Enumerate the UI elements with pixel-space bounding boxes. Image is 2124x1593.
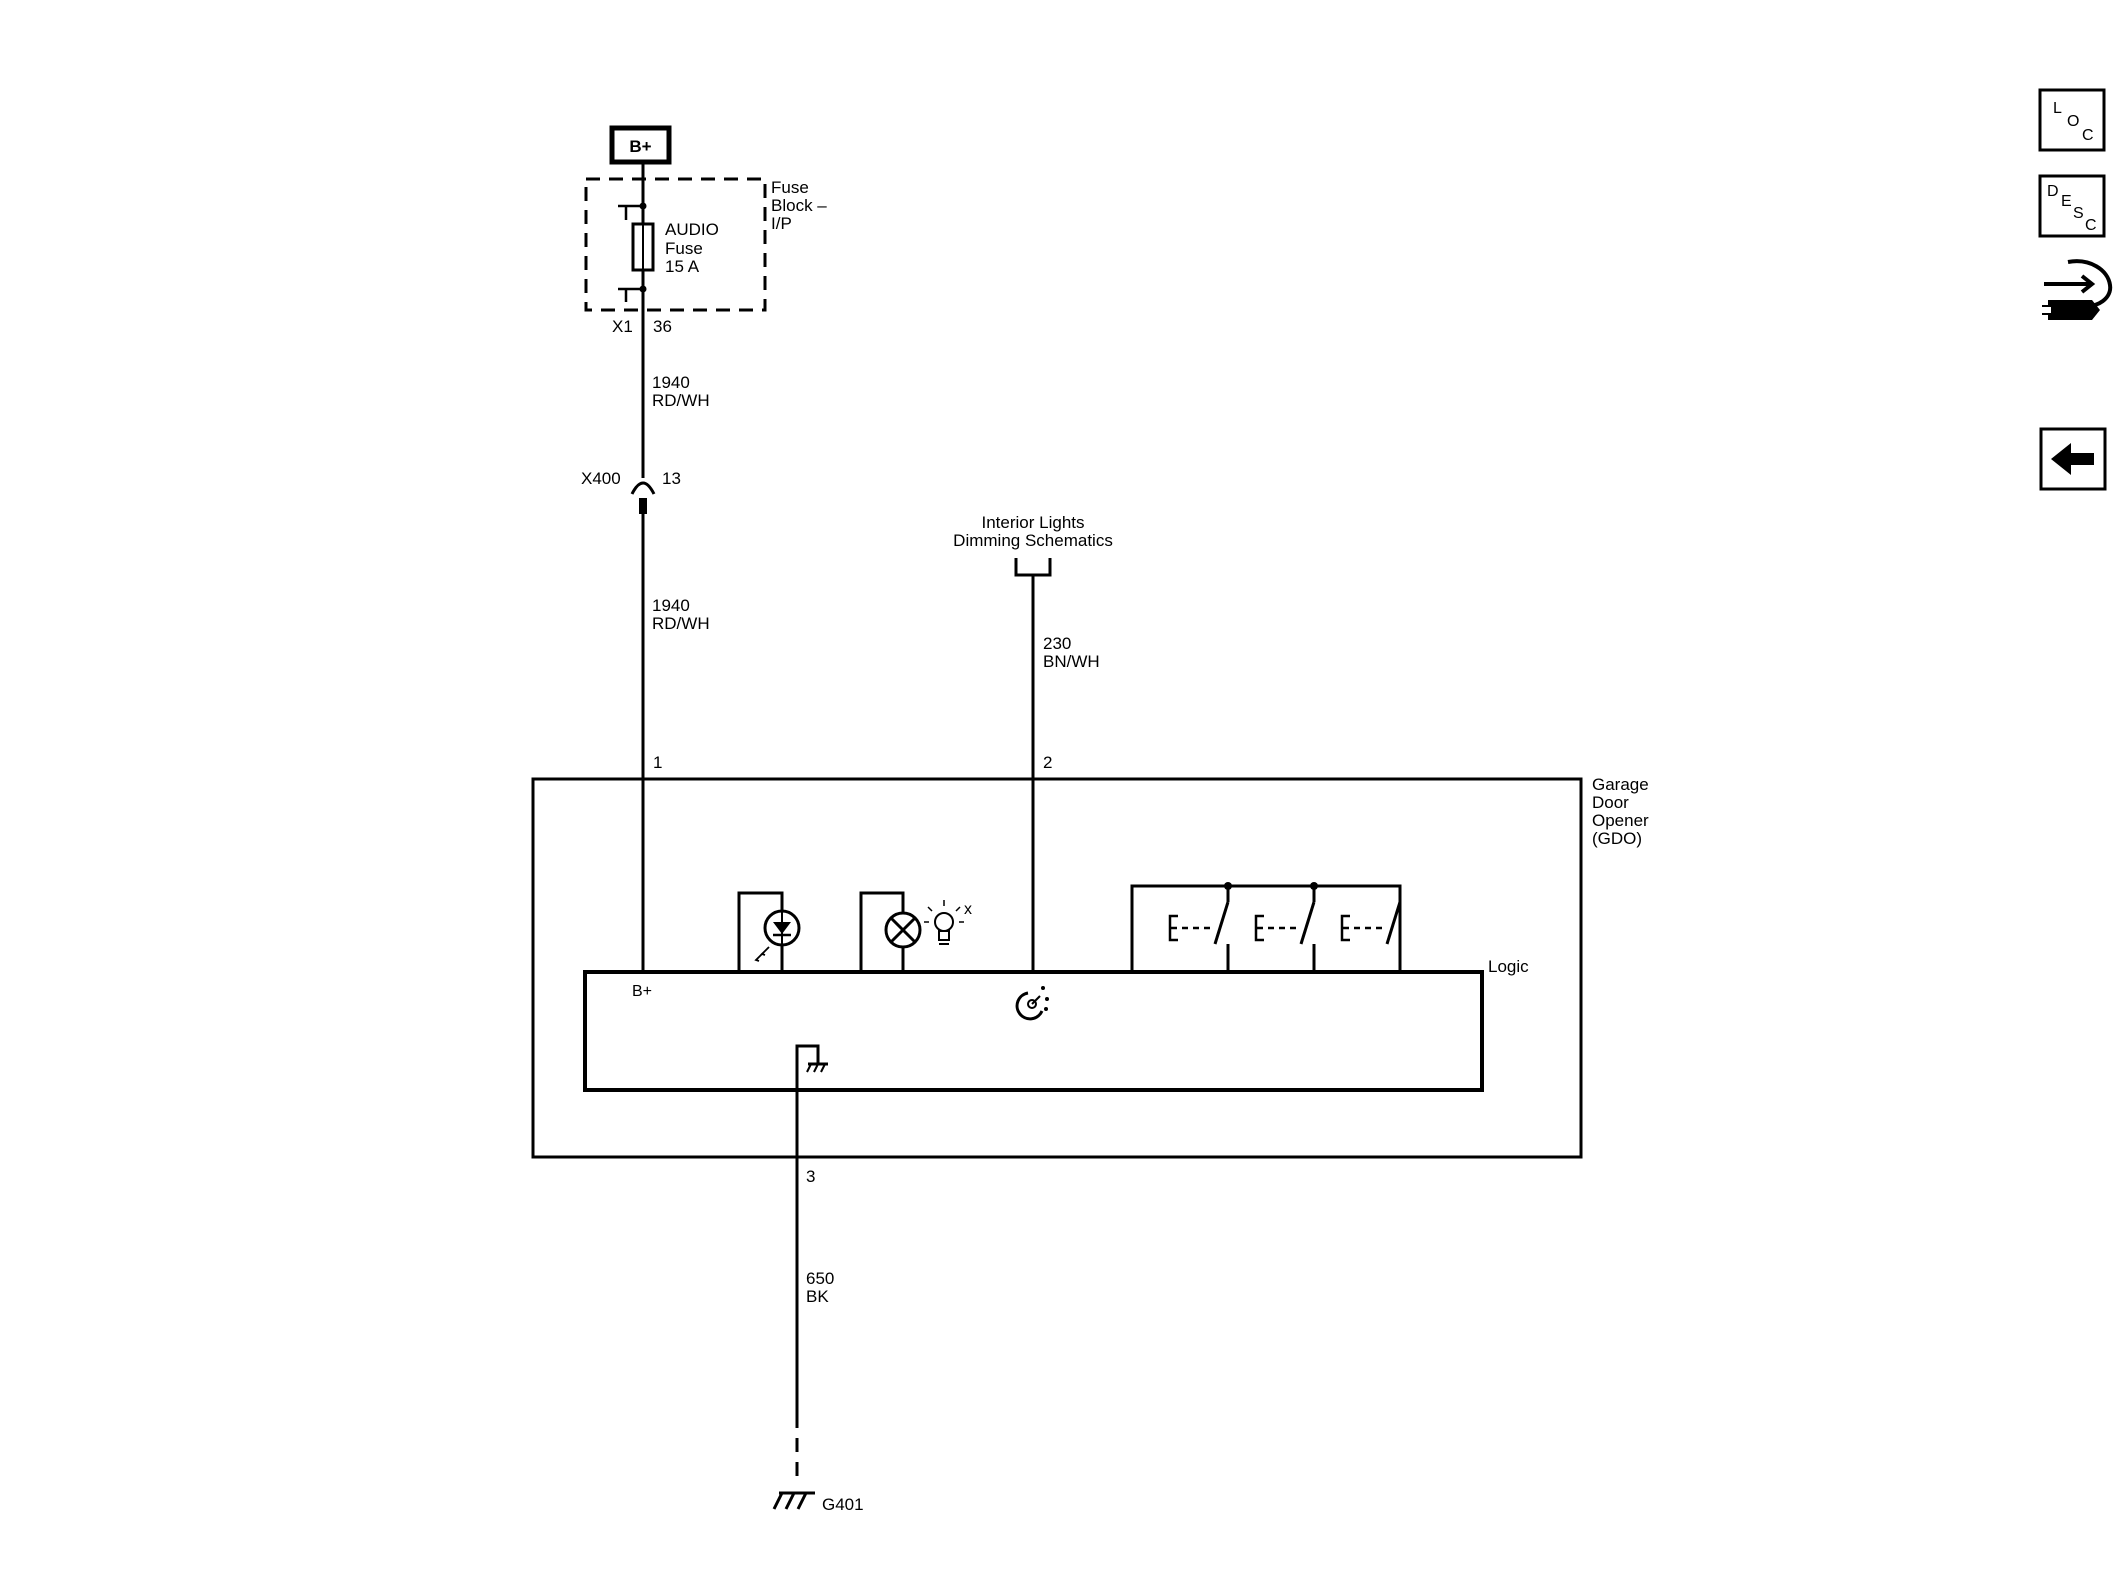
- logic-block: [583, 970, 1484, 1092]
- gdo-pin-2: 2: [1043, 753, 1052, 772]
- b-plus-label: B+: [629, 137, 651, 156]
- garage-door-opener-module: Garage Door Opener (GDO) 1 2 3 Logic B+: [531, 753, 1649, 1186]
- gdo-pin-1: 1: [653, 753, 662, 772]
- svg-text:1940: 1940: [652, 596, 690, 615]
- svg-text:Block –: Block –: [771, 196, 827, 215]
- svg-text:C: C: [2085, 217, 2097, 234]
- svg-text:Fuse: Fuse: [665, 239, 703, 258]
- audio-fuse-label: AUDIO Fuse 15 A: [665, 220, 719, 276]
- fuse-block-label: Fuse Block – I/P: [771, 178, 827, 233]
- wire-1940-upper-label: 1940 RD/WH: [652, 373, 710, 410]
- x400-pin-label: 13: [662, 469, 681, 488]
- svg-text:I/P: I/P: [771, 214, 792, 233]
- svg-text:S: S: [2073, 205, 2084, 222]
- terminal-icon: [618, 287, 643, 302]
- svg-text:Door: Door: [1592, 793, 1629, 812]
- svg-text:Interior Lights: Interior Lights: [982, 513, 1085, 532]
- internal-ground-icon: [795, 1044, 828, 1090]
- fuse-block: Fuse Block – I/P AUDIO Fuse 15 A X1 36: [584, 162, 827, 336]
- wire-650-label: 650 BK: [806, 1269, 834, 1306]
- fuse-pin-label: 36: [653, 317, 672, 336]
- connector-male-icon: [639, 498, 647, 514]
- location-button[interactable]: L O C: [2038, 88, 2106, 152]
- inline-connector-x400: X400 13: [581, 469, 681, 514]
- back-button[interactable]: [2039, 427, 2107, 491]
- svg-text:BK: BK: [806, 1287, 829, 1306]
- svg-text:1940: 1940: [652, 373, 690, 392]
- svg-text:E: E: [2061, 193, 2072, 210]
- svg-text:Garage: Garage: [1592, 775, 1649, 794]
- schematic-reference-icon: [1014, 558, 1052, 577]
- svg-text:15 A: 15 A: [665, 257, 700, 276]
- svg-text:RD/WH: RD/WH: [652, 391, 710, 410]
- switch-2-icon: [1254, 886, 1316, 972]
- gdo-label: Garage Door Opener (GDO): [1592, 775, 1649, 848]
- back-arrow-icon: [2051, 443, 2094, 475]
- connector-info-button[interactable]: [2042, 259, 2113, 320]
- switch-1-icon: [1168, 886, 1230, 972]
- svg-text:230: 230: [1043, 634, 1071, 653]
- svg-text:Dimming Schematics: Dimming Schematics: [953, 531, 1113, 550]
- g401-label: G401: [822, 1495, 864, 1514]
- svg-text:RD/WH: RD/WH: [652, 614, 710, 633]
- dimming-input-icon: [1015, 986, 1049, 1021]
- svg-text:(GDO): (GDO): [1592, 829, 1642, 848]
- svg-text:Opener: Opener: [1592, 811, 1649, 830]
- switch-3-icon: [1340, 886, 1402, 972]
- svg-text:650: 650: [806, 1269, 834, 1288]
- svg-text:C: C: [2082, 127, 2094, 144]
- transmitter-switches: [1130, 882, 1402, 972]
- svg-text:BN/WH: BN/WH: [1043, 652, 1100, 671]
- connector-wrench-icon: [2042, 259, 2113, 320]
- svg-text:AUDIO: AUDIO: [665, 220, 719, 239]
- logic-label: Logic: [1488, 957, 1529, 976]
- gdo-pin-3: 3: [806, 1167, 815, 1186]
- svg-text:Fuse: Fuse: [771, 178, 809, 197]
- svg-text:O: O: [2067, 113, 2079, 130]
- interior-lights-dimming-reference: Interior Lights Dimming Schematics: [953, 513, 1113, 577]
- x400-label: X400: [581, 469, 621, 488]
- logic-bplus-label: B+: [632, 983, 652, 1000]
- svg-text:D: D: [2047, 183, 2059, 200]
- lamp-icon: [859, 891, 922, 972]
- led-indicator-icon: [737, 891, 801, 972]
- connector-female-icon: [630, 481, 656, 495]
- chassis-ground-g401: G401: [772, 1491, 864, 1514]
- battery-positive-source: B+: [609, 125, 672, 165]
- svg-text:L: L: [2053, 100, 2062, 117]
- fuse-connector-label: X1: [612, 317, 633, 336]
- light-bulb-icon: x: [924, 900, 972, 945]
- description-button[interactable]: D E S C: [2038, 174, 2106, 238]
- bulb-x-label: x: [964, 901, 972, 918]
- terminal-icon: [618, 204, 643, 220]
- wire-230-label: 230 BN/WH: [1043, 634, 1100, 671]
- wire-1940-lower-label: 1940 RD/WH: [652, 596, 710, 633]
